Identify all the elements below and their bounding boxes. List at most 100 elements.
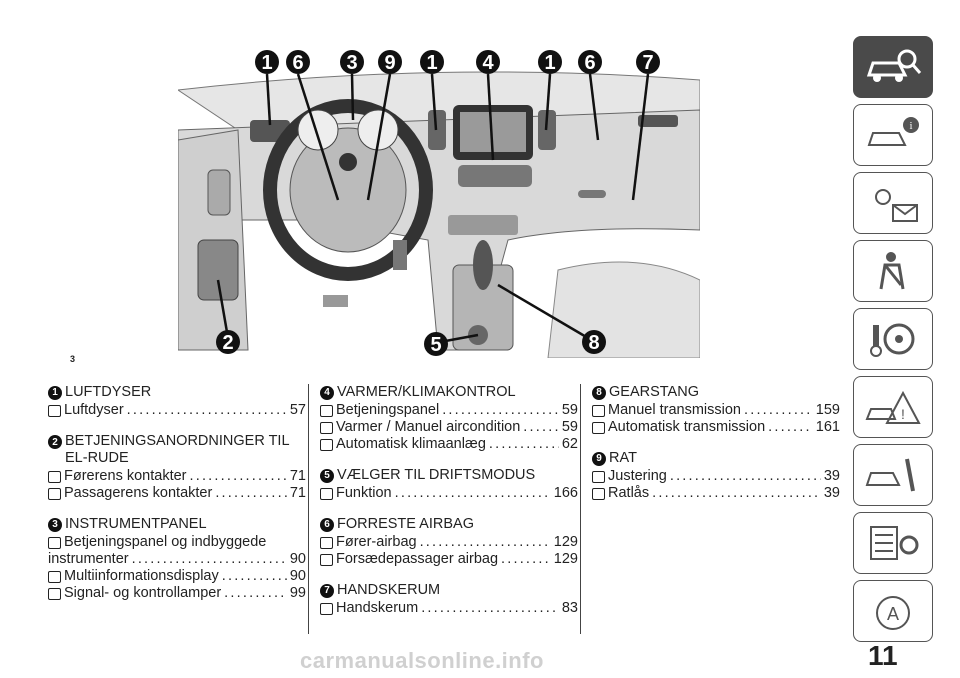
tab-car-info[interactable]: i [853,104,933,166]
section-title: LUFTDYSER [65,384,152,400]
svg-text:9: 9 [384,52,395,74]
tab-warning-lights[interactable] [853,172,933,234]
car-info-icon: i [867,117,919,146]
index-entry[interactable]: Betjeningspanel59 [320,402,578,419]
callout-6b: 6 [578,50,602,74]
index-entry[interactable]: Handskerum83 [320,600,578,617]
tab-emergency[interactable]: ! [853,376,933,438]
index-entry[interactable]: Passagerens kontakter71 [48,485,306,502]
tab-safety[interactable] [853,240,933,302]
callout-7: 7 [636,50,660,74]
bullet-icon [48,588,61,600]
section-number-badge: 2 [48,435,62,449]
callout-8: 8 [582,330,606,354]
alphabet-index-icon: A [876,596,910,630]
index-entry[interactable]: Luftdyser57 [48,402,306,419]
column-divider [580,384,581,634]
callout-1c: 1 [538,50,562,74]
section-number-badge: 1 [48,385,62,400]
bullet-icon [592,422,605,434]
index-entry[interactable]: Justering39 [592,468,840,485]
section-number-badge: 7 [320,583,334,598]
index-entry[interactable]: Signal- og kontrollamper99 [48,585,306,602]
svg-text:i: i [909,120,912,132]
bullet-icon [48,471,61,483]
svg-text:1: 1 [544,52,555,74]
bullet-icon [592,471,605,483]
callout-2: 2 [216,330,240,354]
callout-1a: 1 [255,50,279,74]
dashboard-illustration: 1 6 3 9 1 4 1 6 7 2 5 8 [176,50,701,359]
section-number-badge: 8 [592,385,606,400]
bullet-icon [48,571,61,583]
svg-text:6: 6 [584,52,595,74]
page-number: 11 [868,640,898,671]
svg-text:7: 7 [642,52,653,74]
bullet-icon [320,488,333,500]
index-entry-line1[interactable]: Betjeningspanel og indbyggede [48,534,306,551]
section-title: RAT [609,450,637,466]
tab-index[interactable]: A [853,580,933,642]
svg-text:1: 1 [426,52,437,74]
section-title: VÆLGER TIL DRIFTSMODUS [337,467,536,483]
index-entry[interactable]: Fører-airbag129 [320,534,578,551]
bullet-icon [320,603,333,615]
index-entry[interactable]: Førerens kontakter71 [48,468,306,485]
tab-maintenance[interactable] [853,444,933,506]
index-entry[interactable]: Multiinformationsdisplay90 [48,568,306,585]
svg-text:2: 2 [222,332,233,354]
tab-car-search[interactable] [853,36,933,98]
section-number-badge: 9 [592,451,606,466]
index-entry-line2[interactable]: instrumenter90 [48,551,306,568]
svg-text:4: 4 [482,52,494,74]
section-title: VARMER/KLIMAKONTROL [337,384,516,400]
car-wrench-icon [865,458,915,492]
index-entry[interactable]: Manuel transmission159 [592,402,840,419]
section-title: BETJENINGSANORDNINGER TIL EL-RUDE [65,433,289,466]
svg-text:!: ! [901,406,905,422]
callout-6a: 6 [286,50,310,74]
tab-technical-data[interactable] [853,512,933,574]
list-gear-icon [870,526,919,560]
bullet-icon [48,405,61,417]
index-entry[interactable]: Varmer / Manuel aircondition59 [320,419,578,436]
section-number-badge: 4 [320,385,334,400]
index-entry[interactable]: Automatisk klimaanlæg62 [320,436,578,453]
section-title: FORRESTE AIRBAG [337,516,474,532]
section-number-badge: 6 [320,517,334,532]
index-entry[interactable]: Funktion166 [320,485,578,502]
section-title: HANDSKERUM [337,582,441,598]
index-entry[interactable]: Ratlås39 [592,485,840,502]
section-number-badge: 3 [48,517,62,532]
illustration-ref: 3 [70,354,76,364]
chapter-tabs: i ! A [853,36,933,648]
steering-key-icon [870,323,915,357]
svg-text:A: A [887,604,899,624]
bullet-icon [592,488,605,500]
index-entry[interactable]: Automatisk transmission161 [592,419,840,436]
svg-text:5: 5 [430,334,441,356]
tab-starting-driving[interactable] [853,308,933,370]
callout-1b: 1 [420,50,444,74]
svg-text:3: 3 [346,52,357,74]
watermark: carmanualsonline.info [300,648,544,673]
bullet-icon [320,405,333,417]
bullet-icon [320,554,333,566]
car-magnifier-icon [866,49,922,82]
bullet-icon [320,537,333,549]
bullet-icon [48,488,61,500]
bullet-icon [320,422,333,434]
sun-envelope-icon [875,189,918,222]
svg-text:6: 6 [292,52,303,74]
index-entry[interactable]: Forsædepassager airbag129 [320,551,578,568]
car-warning-triangle-icon: ! [865,390,921,424]
